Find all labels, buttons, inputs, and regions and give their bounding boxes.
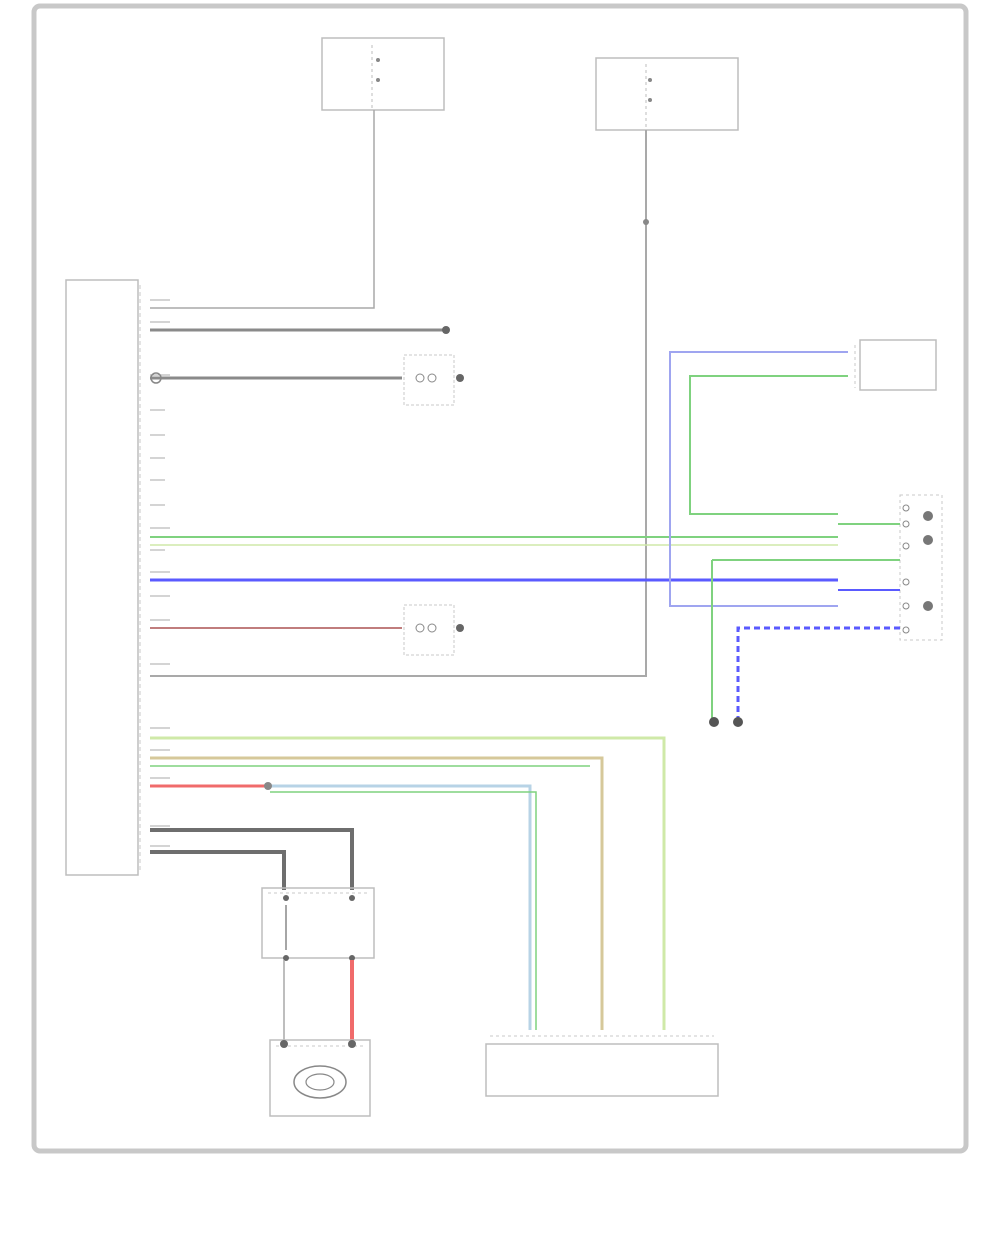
connector-stack-right (899, 494, 943, 641)
wire-lightgreen-long (150, 736, 666, 1030)
wire-tan (150, 756, 604, 1030)
wire-dark-1 (150, 828, 354, 890)
control-module (65, 279, 141, 876)
fuse-box-top-right (595, 57, 739, 131)
feed-wire-left (150, 110, 375, 309)
module-pin-ring (150, 372, 162, 384)
wire-pale-blue (270, 784, 532, 1030)
motor-box (269, 1039, 371, 1117)
fuse-box-top-left (321, 37, 445, 111)
splice-point-red (264, 782, 272, 790)
wire-dark-2 (150, 850, 286, 890)
wire-blue-loop (669, 351, 848, 607)
wire-green-loop (689, 375, 848, 515)
module-pin-marks (150, 299, 170, 847)
ground-point-2 (709, 717, 719, 727)
splice-point-top-right (643, 219, 649, 225)
inline-connector-1 (403, 354, 464, 406)
wire-blue-dashed (736, 626, 900, 718)
inline-connector-2 (403, 604, 464, 656)
sensor-box-right-top (854, 339, 937, 391)
feed-wire-right (150, 130, 647, 677)
bottom-sensor-box (485, 1035, 719, 1097)
ground-point-3 (733, 717, 743, 727)
ground-point-1 (442, 326, 450, 334)
wire-green-under-blue (270, 791, 537, 1030)
diagram-frame (31, 3, 969, 1154)
relay-box (261, 887, 375, 961)
